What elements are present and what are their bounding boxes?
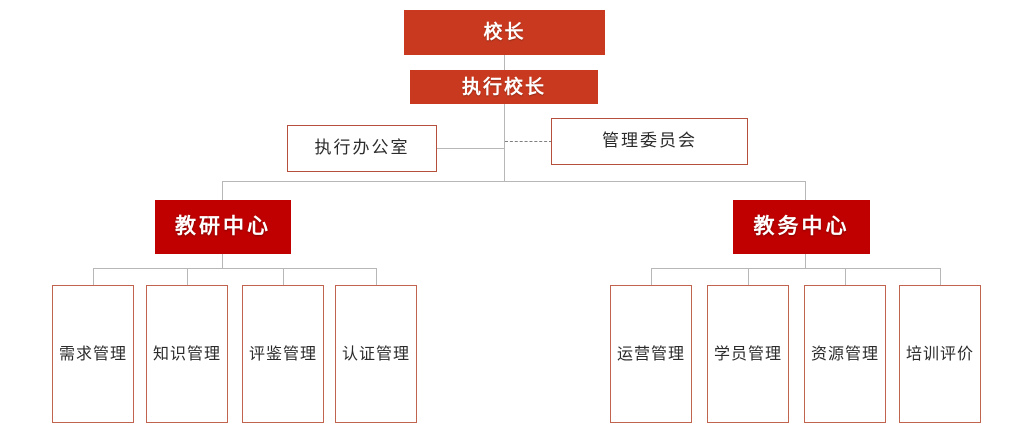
connector-executive-trunk — [504, 104, 505, 182]
connector-right-leaf-drop-3 — [845, 268, 846, 285]
connector-academic-affairs-down — [805, 254, 806, 268]
connector-executive-office — [437, 148, 505, 149]
node-management-committee[interactable]: 管理委员会 — [551, 118, 748, 165]
connector-bus-to-teaching-research — [222, 181, 223, 200]
leaf-resource-management[interactable]: 资源管理 — [804, 285, 886, 423]
node-teaching-research-center[interactable]: 教研中心 — [155, 200, 291, 254]
connector-left-leaf-drop-4 — [376, 268, 377, 285]
node-principal[interactable]: 校长 — [404, 10, 605, 55]
leaf-evaluation-management[interactable]: 评鉴管理 — [242, 285, 324, 423]
leaf-operation-management[interactable]: 运营管理 — [610, 285, 692, 423]
connector-right-leaf-drop-4 — [940, 268, 941, 285]
connector-teaching-research-down — [222, 254, 223, 268]
connector-left-leaf-drop-1 — [93, 268, 94, 285]
leaf-certification-management[interactable]: 认证管理 — [335, 285, 417, 423]
connector-left-leaf-bus — [93, 268, 376, 269]
connector-right-leaf-drop-2 — [748, 268, 749, 285]
connector-left-leaf-drop-2 — [187, 268, 188, 285]
node-executive-office[interactable]: 执行办公室 — [287, 125, 437, 172]
leaf-demand-management[interactable]: 需求管理 — [52, 285, 134, 423]
connector-principal-to-executive — [504, 55, 505, 70]
connector-right-leaf-bus — [651, 268, 940, 269]
connector-left-leaf-drop-3 — [283, 268, 284, 285]
connector-center-bus — [222, 181, 805, 182]
leaf-training-evaluation[interactable]: 培训评价 — [899, 285, 981, 423]
connector-management-committee-dashed — [505, 141, 552, 142]
leaf-knowledge-management[interactable]: 知识管理 — [146, 285, 228, 423]
node-executive-principal[interactable]: 执行校长 — [410, 70, 598, 104]
leaf-student-management[interactable]: 学员管理 — [707, 285, 789, 423]
connector-bus-to-academic-affairs — [805, 181, 806, 200]
connector-right-leaf-drop-1 — [651, 268, 652, 285]
node-academic-affairs-center[interactable]: 教务中心 — [733, 200, 870, 254]
